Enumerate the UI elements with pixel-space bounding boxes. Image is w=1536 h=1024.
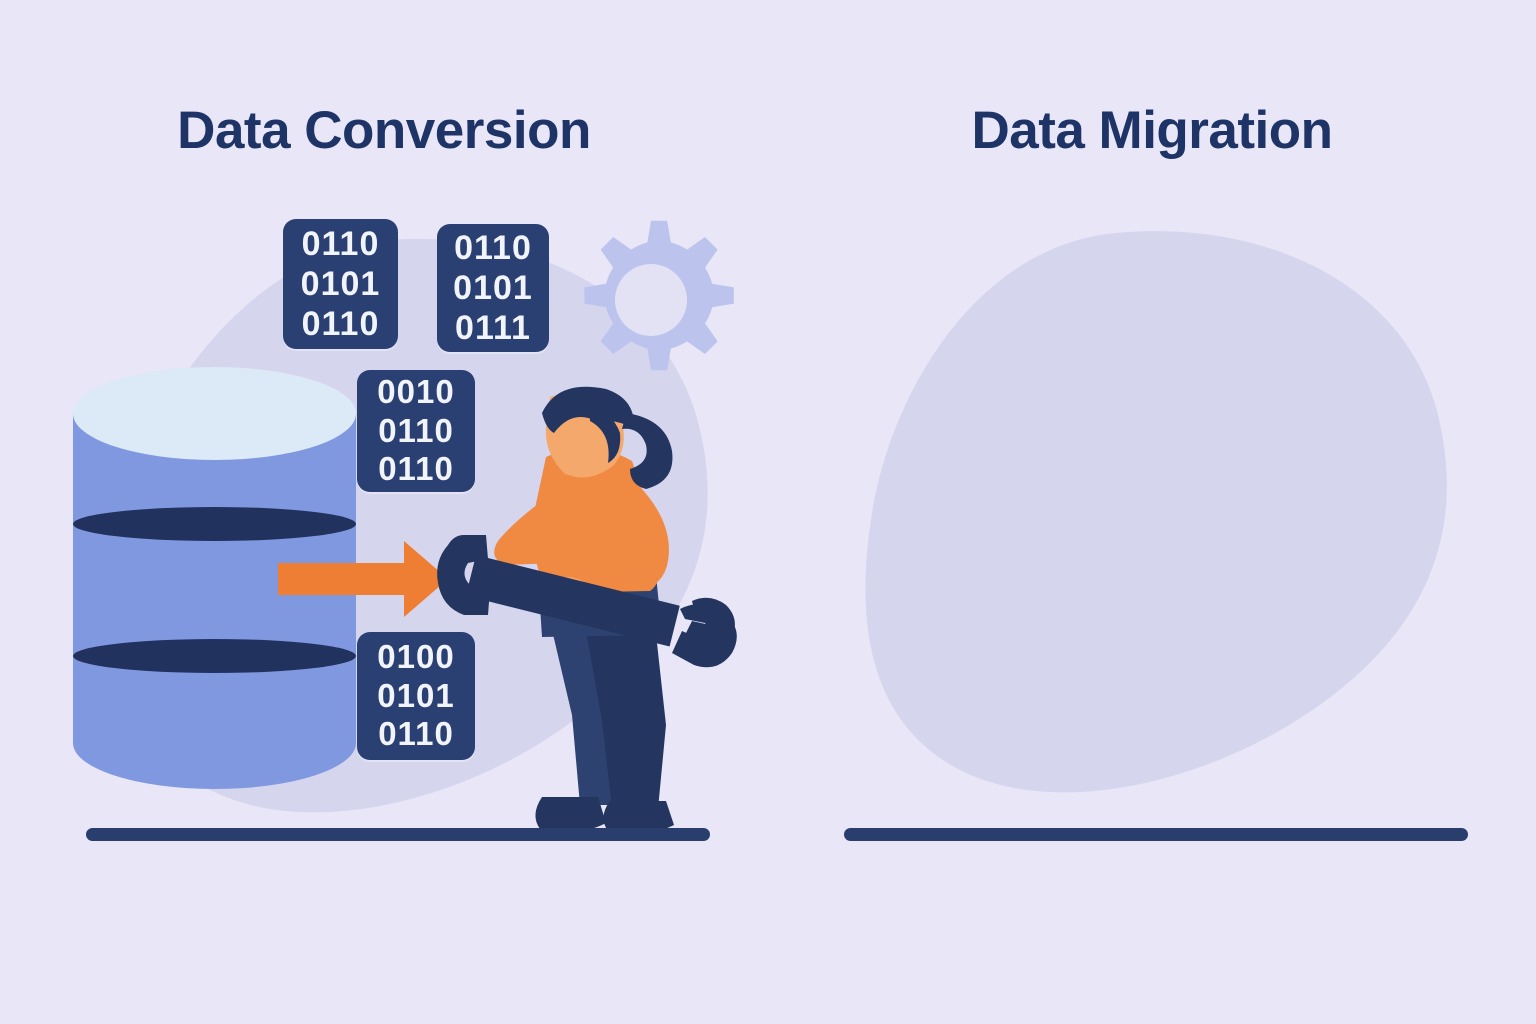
binary-line: 0110 <box>454 228 532 267</box>
binary-line: 0110 <box>301 224 380 263</box>
binary-block-2: 0110 0101 0111 <box>437 224 549 352</box>
binary-line: 0101 <box>377 676 455 714</box>
binary-line: 0111 <box>455 309 531 348</box>
database-band <box>73 639 356 673</box>
orange-right-arrow-icon <box>278 541 448 617</box>
panel-data-migration: Data Migration <box>768 0 1536 1024</box>
ground-line-right <box>844 828 1468 841</box>
page-title-left: Data Conversion <box>177 101 591 160</box>
binary-line: 0110 <box>378 450 454 488</box>
gear-icon <box>556 210 746 390</box>
database-band <box>73 507 356 541</box>
binary-line: 0110 <box>378 715 454 753</box>
page-title-right: Data Migration <box>971 101 1333 160</box>
database-top-surface <box>73 367 356 460</box>
database-cylinder-icon <box>73 367 356 792</box>
ground-line-left <box>86 828 710 841</box>
binary-line: 0110 <box>378 411 454 449</box>
panel-data-conversion: Data Conversion 0110 0101 0110 0110 0101… <box>73 101 750 845</box>
background-blob-right <box>816 225 1476 825</box>
binary-line: 0010 <box>377 372 455 410</box>
binary-line: 0101 <box>453 268 533 307</box>
binary-line: 0100 <box>377 637 455 675</box>
binary-line: 0101 <box>300 264 381 303</box>
binary-block-3: 0010 0110 0110 <box>357 370 475 492</box>
technician-with-wrench-illustration <box>430 385 750 845</box>
binary-line: 0110 <box>301 305 380 344</box>
binary-block-4: 0100 0101 0110 <box>357 632 475 760</box>
binary-block-1: 0110 0101 0110 <box>283 219 398 349</box>
